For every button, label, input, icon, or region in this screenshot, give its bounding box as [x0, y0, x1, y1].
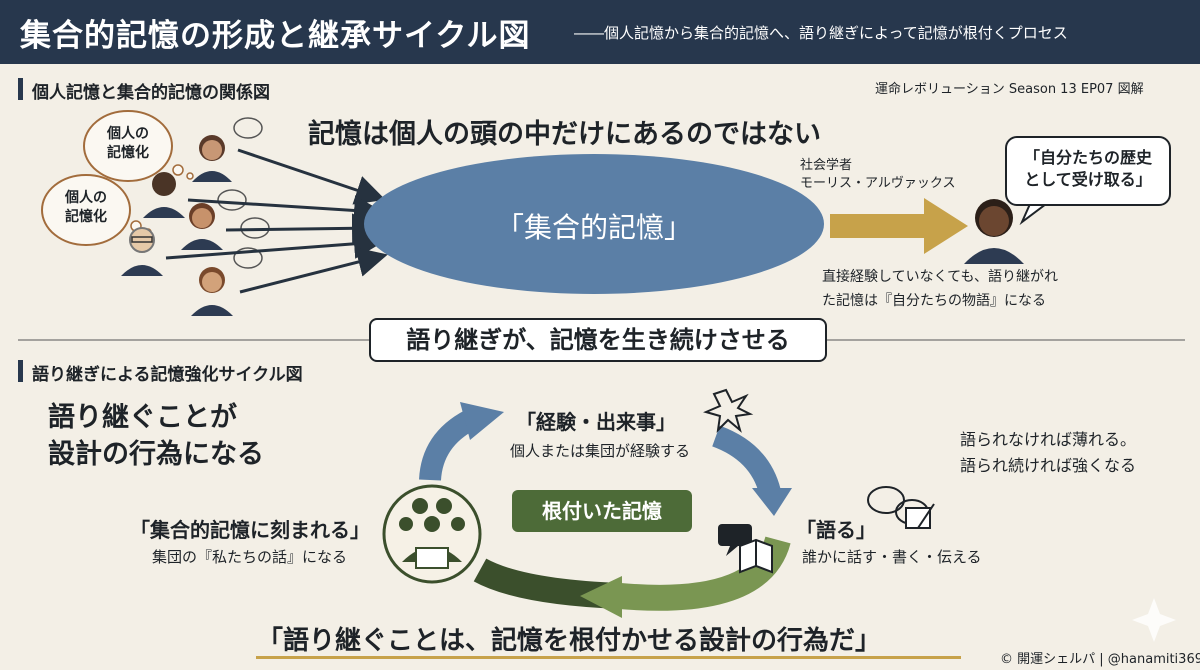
side-note-line-1: 語られなければ薄れる。 — [960, 430, 1137, 449]
conclusion-underline — [256, 656, 961, 659]
cycle-arrow-top — [419, 410, 476, 482]
key-message-banner: 語り継ぎが、記憶を生き続けさせる — [369, 318, 827, 362]
node-tell-desc: 誰かに話す・書く・伝える — [802, 548, 982, 566]
page-title: 集合的記憶の形成と継承サイクル図 — [20, 18, 531, 54]
conclusion-text: 「語り継ぐことは、記憶を根付かせる設計の行為だ」 — [257, 626, 882, 656]
thought-bubble-1-label: 個人の 記憶化 — [107, 126, 149, 161]
section1-headline: 記憶は個人の頭の中だけにあるのではない — [308, 119, 821, 150]
note-line-1: 直接経験していなくても、語り継がれ — [822, 269, 1059, 285]
rooted-memory-badge: 根付いた記憶 — [512, 490, 692, 532]
input-arrow — [165, 228, 384, 260]
transmission-arrow — [830, 198, 968, 254]
spark-burst-icon — [703, 388, 754, 433]
input-arrow — [239, 247, 388, 294]
input-arrow — [225, 213, 382, 244]
input-arrow — [237, 148, 386, 205]
page-subtitle: ――個人記憶から集合的記憶へ、語り継ぎによって記憶が根付くプロセス — [574, 24, 1068, 42]
group-people-icon — [382, 484, 482, 584]
person-icon — [181, 203, 223, 250]
section-marker — [18, 360, 23, 382]
small-thought-bubbles — [217, 117, 270, 269]
receiver-speech-bubble: 「自分たちの歴史 として受け取る」 — [1005, 136, 1171, 206]
receiver-person-icon — [964, 199, 1024, 264]
side-note-line-2: 語られ続ければ強くなる — [960, 456, 1137, 475]
person-icons — [121, 135, 233, 316]
episode-credit: 運命レボリューション Season 13 EP07 図解 — [875, 82, 1144, 97]
input-arrows — [165, 148, 388, 294]
header-bar — [0, 0, 1200, 64]
person-icon — [143, 172, 185, 218]
thought-bubble-2-label: 個人の 記憶化 — [65, 190, 107, 225]
collective-memory-ellipse — [364, 154, 824, 294]
thought-bubble-1 — [83, 110, 194, 182]
input-arrow — [187, 195, 384, 226]
scholar-name: モーリス・アルヴァックス — [800, 176, 956, 191]
sparkle-icon — [1132, 598, 1176, 642]
collective-memory-label: 「集合的記憶」 — [495, 211, 692, 244]
section-marker — [18, 78, 23, 100]
node-engraved-title: 「集合的記憶に刻まれる」 — [130, 518, 370, 542]
lead-line-1: 語り継ぐことが — [48, 402, 237, 433]
section1-title: 個人記憶と集合的記憶の関係図 — [32, 83, 270, 103]
note-line-2: た記憶は『自分たちの物語』になる — [822, 293, 1046, 309]
copyright-footer: © 開運シェルパ | @hanamiti369 — [1000, 652, 1200, 667]
lead-line-2: 設計の行為になる — [48, 439, 264, 470]
section2-title: 語り継ぎによる記憶強化サイクル図 — [32, 365, 303, 385]
node-engraved-desc: 集団の『私たちの話』になる — [152, 548, 348, 566]
scholar-title: 社会学者 — [800, 158, 853, 173]
cycle-arrow-right — [711, 425, 781, 496]
node-experience-title: 「経験・出来事」 — [516, 410, 676, 434]
node-experience-desc: 個人または集団が経験する — [510, 442, 691, 460]
speech-icons — [867, 486, 935, 529]
person-icon — [191, 267, 233, 316]
person-icon — [192, 135, 232, 182]
node-tell-title: 「語る」 — [796, 518, 876, 542]
person-icon — [121, 227, 163, 276]
chat-book-icon — [718, 524, 773, 574]
